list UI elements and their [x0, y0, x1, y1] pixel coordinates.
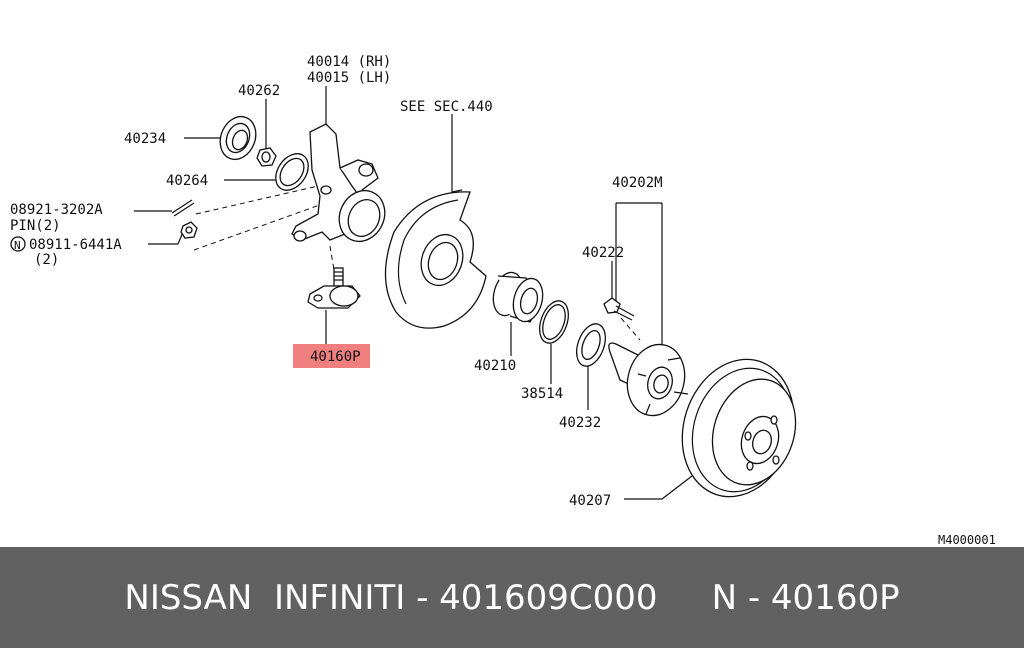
label-nut-part[interactable]: 08911-6441A	[29, 237, 122, 253]
ball-joint-40160P	[307, 267, 361, 309]
label-pin-part[interactable]: 08921-3202A	[10, 202, 103, 218]
steering-knuckle	[291, 123, 386, 242]
snap-ring-40264	[275, 153, 309, 191]
dust-shield	[384, 191, 487, 329]
label-snap-ring-38514[interactable]: 38514	[521, 386, 563, 402]
footer-text: NISSAN INFINITI - 401609C000 N - 40160P	[124, 577, 900, 618]
label-drawing-code: M4000001	[938, 533, 996, 547]
label-snap-ring-40264[interactable]: 40264	[166, 173, 208, 189]
cotter-pin	[171, 199, 195, 217]
label-rotor[interactable]: 40207	[569, 493, 611, 509]
label-knuckle-lh[interactable]: 40015 (LH)	[307, 70, 391, 86]
label-nut-qty: (2)	[34, 252, 59, 268]
label-hub-assembly[interactable]: 40202M	[612, 175, 663, 191]
snap-ring-38514	[539, 300, 569, 344]
parts-diagram: 40014 (RH) 40015 (LH) 40262 40234 40264 …	[10, 54, 996, 547]
nut-08911	[180, 221, 198, 239]
leader-lines	[134, 86, 693, 500]
label-hub-seal[interactable]: 40232	[559, 415, 601, 431]
wheel-hub	[608, 342, 689, 417]
n-symbol-circle	[10, 236, 26, 252]
highlight-40160P	[293, 344, 370, 368]
part-labels: 40014 (RH) 40015 (LH) 40262 40234 40264 …	[10, 54, 996, 547]
label-pin-qty: PIN(2)	[10, 218, 61, 234]
part-number-footer: NISSAN INFINITI - 401609C000 N - 40160P	[0, 547, 1024, 648]
label-nut-40262[interactable]: 40262	[238, 83, 280, 99]
wheel-bearing-40210	[492, 271, 544, 323]
dashed-assembly-lines	[193, 185, 641, 341]
label-bearing[interactable]: 40210	[474, 358, 516, 374]
label-see-sec[interactable]: SEE SEC.440	[400, 99, 493, 115]
oil-seal-40234	[219, 115, 257, 161]
label-seal-40234[interactable]: 40234	[124, 131, 166, 147]
label-n-symbol: N	[14, 239, 21, 252]
hub-seal-40232	[576, 323, 606, 367]
hub-bolt-40222	[603, 297, 635, 321]
nut-40262	[256, 147, 277, 167]
label-ball-joint[interactable]: 40160P	[310, 349, 361, 365]
brake-rotor-40207	[681, 358, 797, 498]
label-hub-bolt[interactable]: 40222	[582, 245, 624, 261]
label-knuckle-rh[interactable]: 40014 (RH)	[307, 54, 391, 70]
